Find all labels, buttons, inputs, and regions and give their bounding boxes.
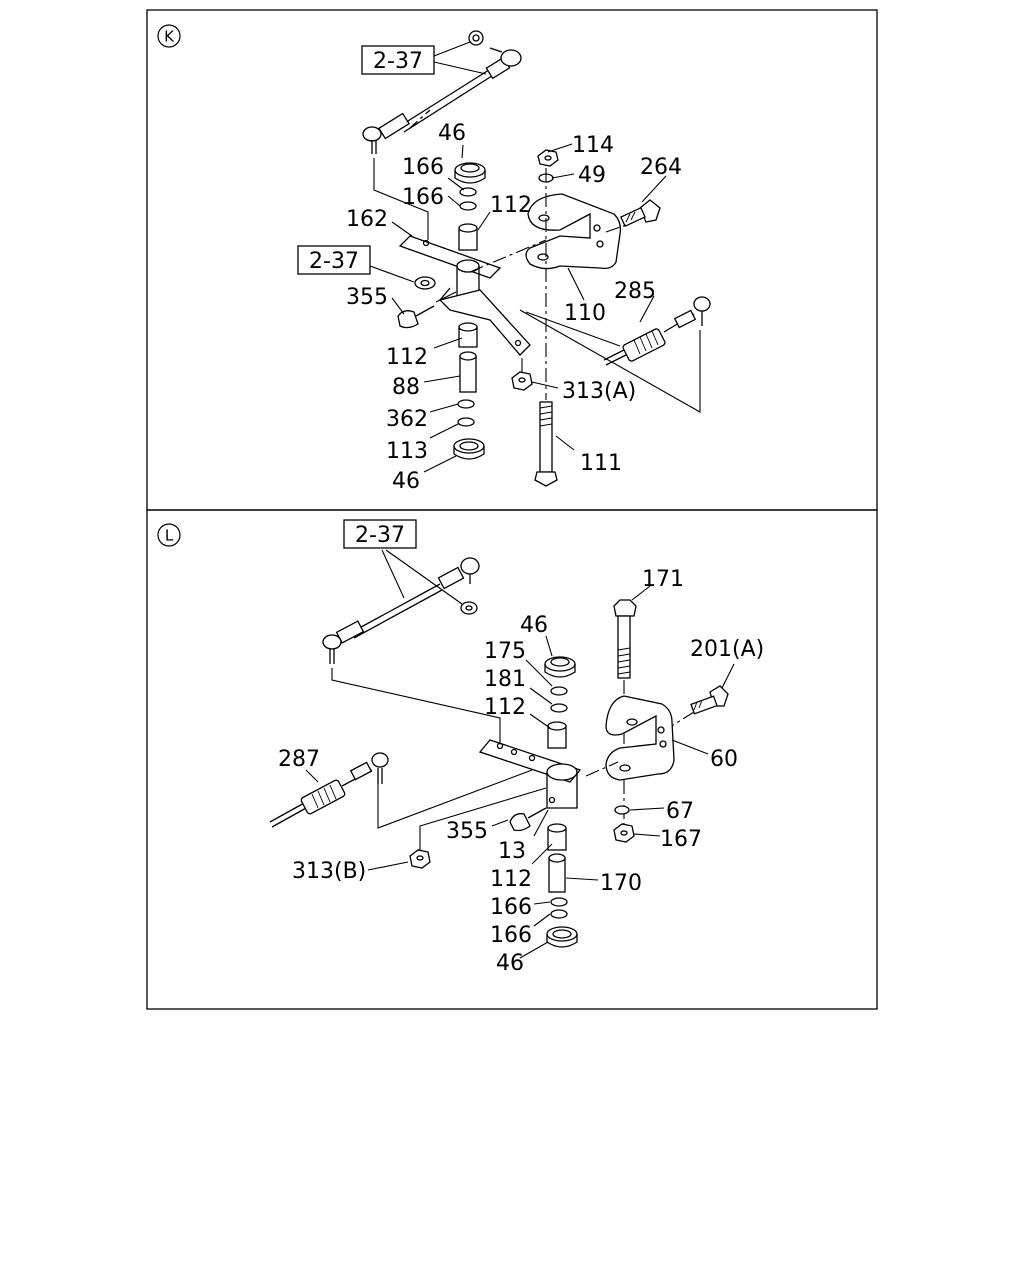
cable-285	[603, 296, 711, 366]
label-313a: 313(A)	[562, 379, 636, 404]
nut-313b	[409, 849, 431, 869]
bushing-112-top	[458, 223, 478, 251]
svg-text:K: K	[164, 28, 175, 46]
control-rod-upper	[362, 30, 522, 154]
washer-166-b	[459, 201, 477, 211]
label-362: 362	[386, 407, 428, 432]
bushing-112-bottom	[458, 322, 478, 348]
section-letter-l: L	[157, 523, 181, 547]
label-13: 13	[498, 839, 526, 864]
label-201a: 201(A)	[690, 637, 764, 662]
label-355-l: 355	[446, 819, 488, 844]
label-49: 49	[578, 163, 606, 188]
label-112-top: 112	[490, 193, 532, 218]
seal-46-top	[454, 162, 486, 184]
panel-l-frame	[146, 509, 878, 1010]
label-112-bottom: 112	[386, 345, 428, 370]
label-285: 285	[614, 279, 656, 304]
nut-167	[613, 823, 635, 843]
label-111: 111	[580, 451, 622, 476]
washer-166-b-l	[550, 909, 568, 919]
label-114: 114	[572, 133, 614, 158]
label-113: 113	[386, 439, 428, 464]
label-46-bottom: 46	[392, 469, 420, 494]
bolt-171	[613, 599, 637, 679]
pipe-170	[548, 853, 566, 893]
ref-box-2-37[interactable]: 2-37	[361, 45, 435, 75]
label-46-top-l: 46	[520, 613, 548, 638]
label-46-top: 46	[438, 121, 466, 146]
label-355: 355	[346, 285, 388, 310]
ref-box-2-37[interactable]: 2-37	[343, 519, 417, 549]
svg-text:2-37: 2-37	[373, 49, 423, 74]
ref-box-2-37-lower[interactable]: 2-37	[297, 245, 371, 275]
label-181: 181	[484, 667, 526, 692]
bracket-60	[605, 695, 675, 781]
seal-46-bottom-l	[546, 926, 578, 948]
bolt-264	[620, 199, 661, 228]
svg-text:2-37: 2-37	[309, 249, 359, 274]
seal-46-bottom	[453, 438, 485, 460]
label-264: 264	[640, 155, 682, 180]
label-46-bottom-l: 46	[496, 951, 524, 976]
label-112-bottom-l: 112	[490, 867, 532, 892]
cable-287	[269, 752, 389, 828]
bushing-112-top-l	[547, 721, 567, 749]
label-166-b: 166	[402, 185, 444, 210]
washer-67	[614, 805, 630, 815]
label-313b: 313(B)	[292, 859, 366, 884]
label-166-a-l: 166	[490, 895, 532, 920]
label-162: 162	[346, 207, 388, 232]
fitting-355	[397, 305, 435, 329]
label-166-a: 166	[402, 155, 444, 180]
lever-162	[398, 235, 531, 356]
label-287: 287	[278, 747, 320, 772]
label-166-b-l: 166	[490, 923, 532, 948]
nut-2-37	[414, 276, 436, 290]
label-88: 88	[392, 375, 420, 400]
panel-k: K 2-37 2-37	[146, 9, 878, 511]
washer-175	[550, 686, 568, 696]
panel-k-frame	[146, 9, 878, 511]
label-167: 167	[660, 827, 702, 852]
svg-text:L: L	[165, 527, 174, 545]
washer-181	[550, 703, 568, 713]
nut-114	[537, 149, 559, 167]
svg-text:2-37: 2-37	[355, 523, 405, 548]
part-labels-k: 114 49 264 46 166 166 112 162 110 285 35…	[346, 121, 682, 494]
bolt-201a	[690, 685, 729, 715]
label-175: 175	[484, 639, 526, 664]
section-letter-k: K	[157, 24, 181, 48]
seal-46-top-l	[544, 656, 576, 678]
label-171: 171	[642, 567, 684, 592]
bolt-111	[534, 401, 558, 487]
label-112-top-l: 112	[484, 695, 526, 720]
label-170: 170	[600, 871, 642, 896]
panel-l: L 2-37	[146, 509, 878, 1010]
part-labels-l: 171 201(A) 46 175 181 112 60 287 67 167 …	[278, 567, 764, 976]
lever-plate-l	[478, 739, 582, 809]
control-rod-l	[322, 557, 480, 664]
nut-313a	[511, 371, 533, 391]
bushing-112-bottom-l	[547, 823, 567, 851]
washer-166-a-l	[550, 897, 568, 907]
washer-113	[457, 417, 475, 427]
washer-362	[457, 399, 475, 409]
fitting-355-l	[509, 807, 547, 832]
label-60: 60	[710, 747, 738, 772]
label-110: 110	[564, 301, 606, 326]
bracket-110	[525, 193, 622, 270]
label-67: 67	[666, 799, 694, 824]
pipe-88	[459, 351, 477, 393]
